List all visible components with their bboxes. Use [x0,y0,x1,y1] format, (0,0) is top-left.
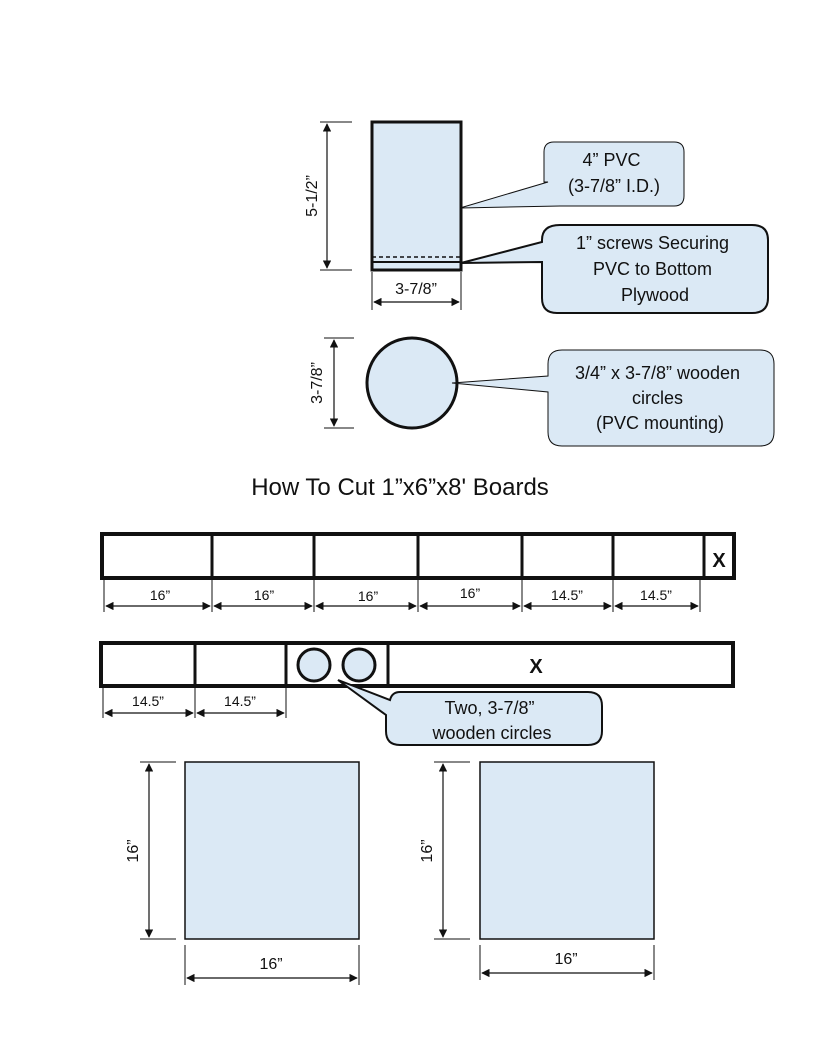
board-1: X 16” 16” 16” 16” 14.5” 14.5” [100,532,736,612]
board-2-circle-1 [296,647,332,683]
board-2-outline [99,641,735,688]
square-2-bottom-label: 16” [554,951,577,968]
board-1-waste: X [712,550,726,572]
pvc-callout-bubble [459,141,685,209]
pvc-pipe-diagram: 5-1/2” 3-7/8” 4” PVC (3-7/8” I.D.) 1” sc… [304,120,769,314]
board-2-label-1: 14.5” [132,693,164,709]
board-1-label-2: 16” [254,587,275,603]
circle-callout-text: 3/4” x 3-7/8” wooden circles (PVC mounti… [575,363,745,433]
screws-callout-bubble [460,224,769,314]
circle-height-label: 3-7/8” [309,362,326,404]
square-2: 16” 16” [419,761,655,980]
board-1-label-1: 16” [150,587,171,603]
circle-callout-bubble [451,349,775,447]
square-2-side-label: 16” [419,839,436,862]
board-1-label-4: 16” [460,585,481,601]
board-1-label-5: 14.5” [551,587,583,603]
screws-callout-text: 1” screws Securing PVC to Bottom Plywood [576,233,734,305]
square-1-side-label: 16” [125,839,142,862]
board-2-waste: X [529,656,543,678]
board-2-callout-bubble [337,679,603,746]
board-2-circle-2 [341,647,377,683]
board-2: X 14.5” 14.5” Two, 3-7/8” wooden circles [99,641,735,746]
board-2-label-2: 14.5” [224,693,256,709]
pvc-callout-text: 4” PVC (3-7/8” I.D.) [568,150,660,196]
square-1: 16” 16” [125,761,360,985]
pvc-width-label: 3-7/8” [395,281,437,298]
board-2-callout-text: Two, 3-7/8” wooden circles [431,698,551,743]
wooden-circle [365,336,459,430]
wooden-circle-diagram: 3-7/8” 3/4” x 3-7/8” wooden circles (PVC… [309,336,775,447]
board-1-label-3: 16” [358,588,379,604]
square-2-panel [479,761,655,940]
pvc-pipe [370,120,463,272]
square-1-bottom-label: 16” [259,956,282,973]
page-title: How To Cut 1”x6”x8' Boards [251,474,549,501]
square-1-panel [184,761,360,940]
pvc-height-label: 5-1/2” [304,175,321,217]
board-1-label-6: 14.5” [640,587,672,603]
